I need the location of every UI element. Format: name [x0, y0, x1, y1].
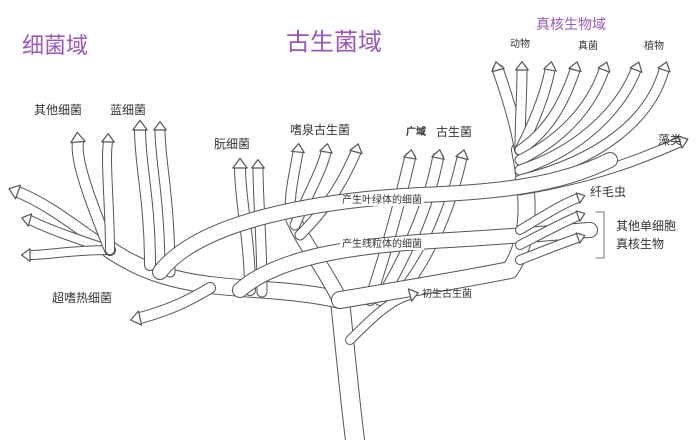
label-methanogens: 朊细菌: [214, 137, 251, 151]
label-animals: 动物: [510, 39, 530, 50]
tree-arrowhead-28: [657, 61, 671, 73]
label-ciliates: 纤毛虫: [590, 185, 627, 199]
tree-branch-fill-25: [515, 65, 580, 155]
tree-branch-fill-30: [153, 153, 617, 279]
tree-arrowhead-5: [21, 248, 31, 262]
domain-title-bacteria: 细菌域: [22, 34, 89, 59]
label-mitochondria-bacteria: 产生线粒体的细菌: [340, 239, 424, 250]
tree-arrowhead-24: [543, 61, 557, 72]
tree-arrowhead-23: [515, 60, 529, 71]
tree-branch-fill-32: [516, 194, 582, 234]
label-plants: 植物: [644, 41, 664, 52]
domain-title-eukarya: 真核生物域: [536, 17, 606, 33]
tree-branch-fill-5: [26, 246, 114, 259]
label-other-bacteria: 其他细菌: [34, 103, 83, 117]
tree-branch-fill-26: [515, 65, 609, 165]
tree-arrowhead-16: [349, 143, 363, 155]
tree-branch-fill-34: [516, 234, 582, 264]
tree-arrowhead-7: [101, 133, 115, 143]
label-algae: 藻类: [658, 133, 683, 147]
tree-arrowhead-29: [677, 135, 689, 149]
tree-arrowhead-18: [431, 149, 445, 160]
tree-arrowhead-3: [8, 184, 22, 200]
tree-branch-fill-33: [516, 212, 582, 249]
tree-branch-fill-16: [295, 147, 361, 240]
tree-branch-fill-6: [72, 137, 115, 255]
tree-arrowhead-12: [232, 157, 248, 169]
tree-arrowhead-6: [70, 131, 86, 144]
label-euryarchaea: 广域: [406, 127, 426, 138]
domain-title-archaea: 古生菌域: [286, 28, 382, 56]
tree-branch-fill-10: [135, 283, 215, 323]
tree-arrowhead-13: [251, 159, 265, 169]
tree-branch-fill-9: [155, 125, 175, 277]
label-other-eukaryotes-line2: 真核生物: [616, 237, 665, 251]
other-eukaryotes-bracket: [595, 211, 605, 259]
tree-arrowhead-25: [568, 61, 582, 73]
tree-arrowhead-9: [153, 120, 167, 131]
tree-branch-fill-7: [103, 138, 114, 254]
tree-arrowhead-33: [575, 210, 586, 222]
tree-arrowhead-15: [319, 143, 333, 154]
tree-arrowhead-4: [21, 213, 33, 227]
tree-branch-fill-8: [135, 125, 155, 270]
tree-arrowhead-26: [597, 61, 611, 73]
tree-branch-fill-28: [515, 65, 669, 185]
tree-arrowhead-17: [403, 149, 417, 160]
label-other-eukaryotes-line1: 其他单细胞: [616, 219, 677, 233]
tree-arrowhead-32: [575, 192, 586, 204]
label-primitive-archaea: 初生古生菌: [422, 289, 472, 300]
label-chloroplast-bacteria: 产生叶绿体的细菌: [340, 195, 424, 206]
tree-arrowhead-8: [132, 119, 148, 131]
label-euryarchaea-suffix: 古生菌: [436, 125, 473, 139]
tree-branch-fill-17: [365, 153, 415, 305]
label-fungi: 真菌: [578, 41, 598, 52]
tree-arrowhead-27: [629, 61, 643, 73]
tree-arrowhead-20: [407, 288, 419, 302]
label-cyanobacteria: 蓝细菌: [110, 103, 147, 117]
label-thermotoga: 超嗜热细菌: [52, 291, 113, 305]
tree-branch-fill-27: [515, 65, 641, 175]
tree-arrowhead-10: [130, 310, 143, 326]
label-thermophiles: 嗜泉古生菌: [290, 123, 351, 137]
tree-arrowhead-14: [291, 143, 305, 154]
tree-arrowhead-19: [455, 149, 469, 161]
tree-branch-fill-21: [332, 142, 535, 308]
tree-arrowhead-34: [575, 232, 586, 244]
tree-arrowhead-22: [491, 61, 505, 73]
tree-branch-fill-1: [331, 291, 364, 440]
